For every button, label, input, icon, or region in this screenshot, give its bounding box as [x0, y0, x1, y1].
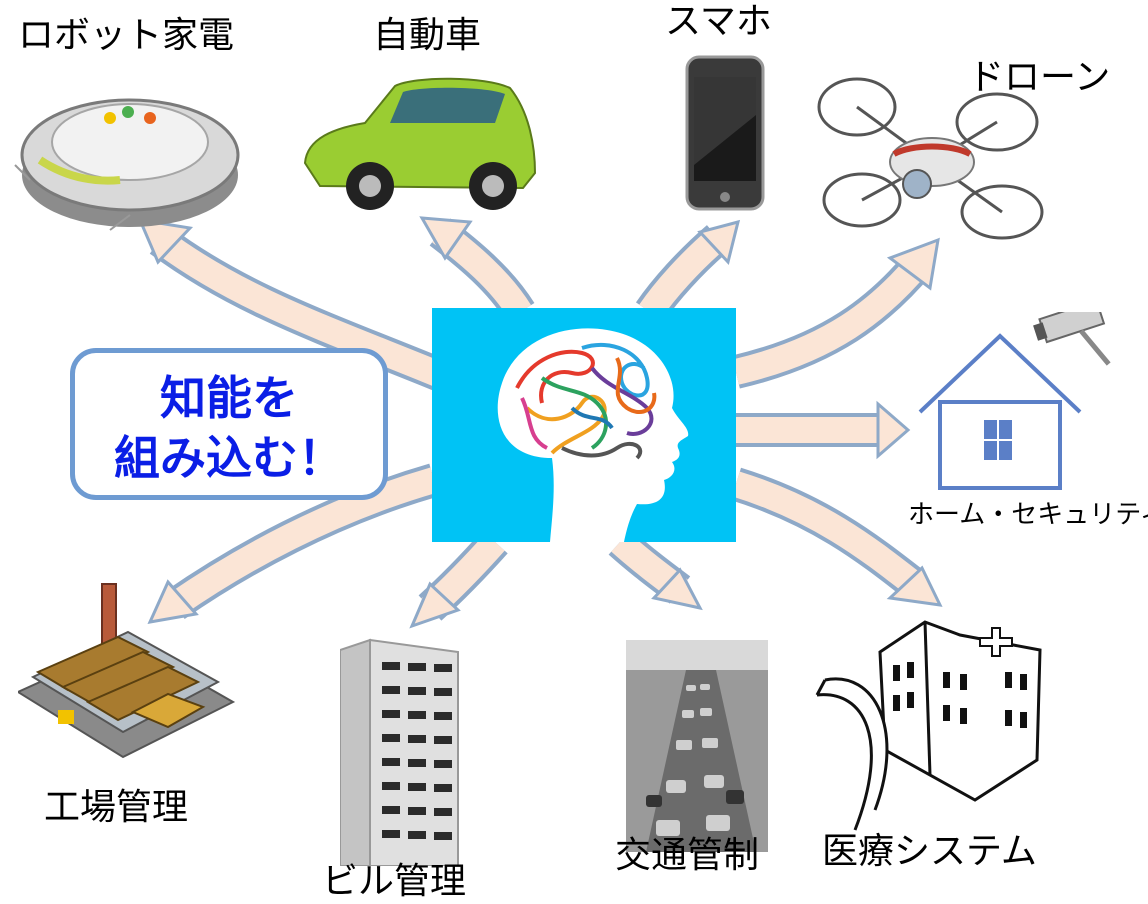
arrow-building-head [409, 581, 461, 629]
label-factory-management: 工場管理 [44, 787, 189, 828]
house-security-camera-icon [918, 312, 1111, 490]
arrow-traffic-head [651, 567, 703, 611]
callout-line-2: 組み込む！ [114, 431, 344, 485]
callout-box: 知能を 組み込む！ [70, 348, 388, 500]
center-ai-brain-panel [432, 308, 736, 542]
human-head-brain-icon [497, 328, 689, 542]
arrow-factory-head [147, 579, 199, 624]
label-traffic-control: 交通管制 [615, 835, 760, 876]
traffic-highway-icon [626, 640, 768, 852]
arrow-house-head [876, 400, 911, 460]
office-building-icon [340, 638, 459, 866]
robot-vacuum-icon [14, 98, 240, 231]
label-drone: ドローン [968, 57, 1111, 98]
label-medical-system: 医療システム [822, 831, 1037, 872]
label-car: 自動車 [373, 15, 482, 56]
label-smartphone: スマホ [665, 1, 772, 42]
label-home-security: ホーム・セキュリティ [908, 500, 1148, 530]
arrow-car-head [419, 216, 473, 261]
label-robot-appliance: ロボット家電 [18, 15, 235, 56]
arrow-drone-head [886, 237, 940, 291]
car-icon [303, 77, 537, 210]
drone-icon [817, 77, 1044, 240]
arrow-phone-head [697, 219, 741, 266]
smartphone-icon [685, 55, 765, 211]
arrow-hospital-head [886, 565, 943, 607]
label-building-management: ビル管理 [322, 861, 467, 902]
callout-line-1: 知能を [160, 371, 298, 425]
factory-icon [18, 583, 236, 759]
hospital-icon [815, 620, 1042, 831]
